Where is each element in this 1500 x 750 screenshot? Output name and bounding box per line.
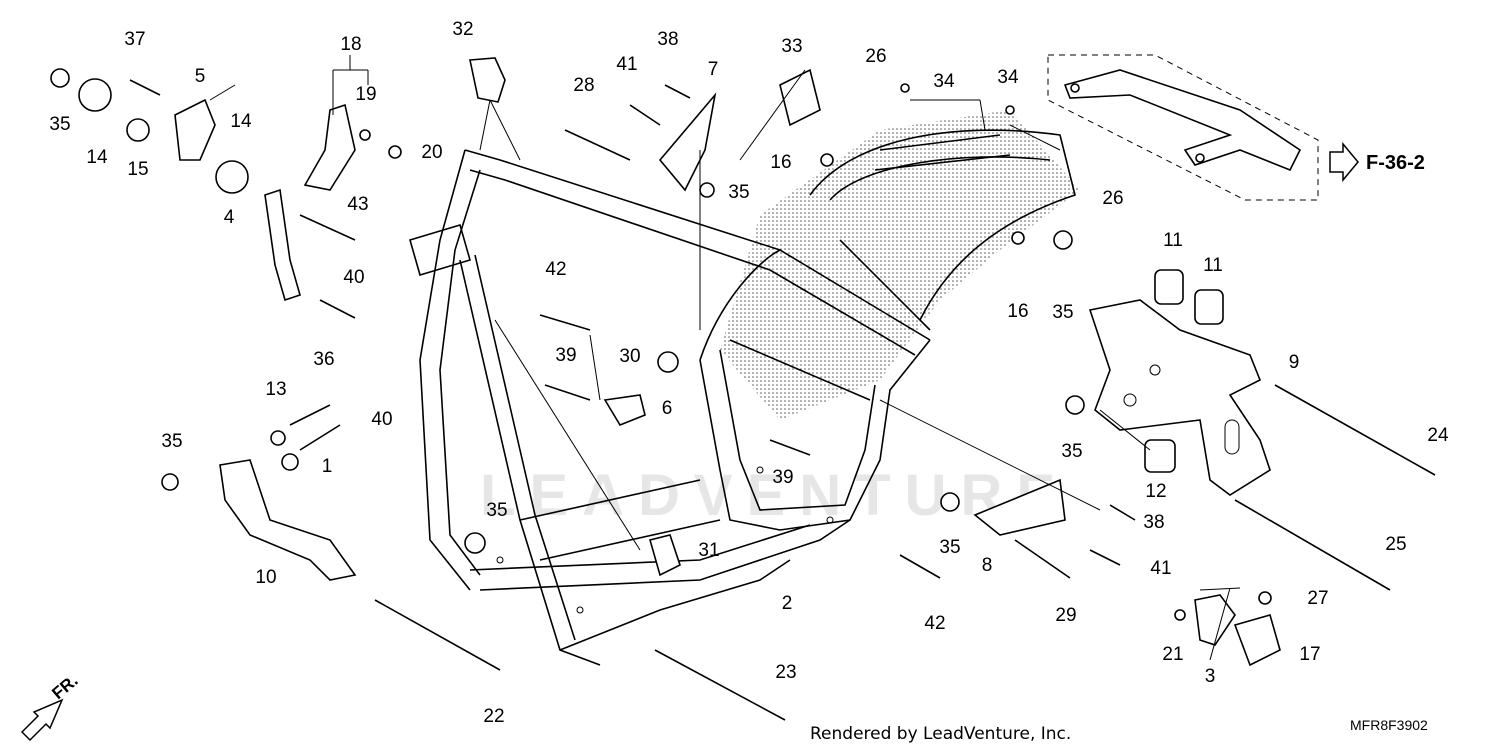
plate-8 xyxy=(973,478,1066,536)
callout-39: 39 xyxy=(555,345,576,366)
callout-20: 20 xyxy=(421,142,442,163)
watermark: LEADVENTURE xyxy=(480,463,1069,528)
callout-35: 35 xyxy=(1061,441,1082,462)
callout-31: 31 xyxy=(698,540,719,561)
callout-37: 37 xyxy=(124,29,145,50)
callout-16: 16 xyxy=(770,152,791,173)
rear-fender xyxy=(720,110,1080,420)
callout-32: 32 xyxy=(452,19,473,40)
left-bracket-10 xyxy=(219,459,357,581)
callout-30: 30 xyxy=(619,346,640,367)
callout-3: 3 xyxy=(1205,666,1216,687)
callout-38: 38 xyxy=(657,29,678,50)
callout-26: 26 xyxy=(865,46,886,67)
callout-34: 34 xyxy=(997,67,1019,88)
callout-35: 35 xyxy=(728,182,749,203)
callout-42: 42 xyxy=(924,613,945,634)
bolts xyxy=(129,79,1436,721)
callout-38: 38 xyxy=(1143,512,1164,533)
callout-28: 28 xyxy=(573,75,594,96)
reference-arrow: F-36-2 xyxy=(1329,141,1425,183)
callout-40: 40 xyxy=(343,267,364,288)
callout-25: 25 xyxy=(1385,534,1406,555)
right-bracket xyxy=(1088,299,1271,496)
callout-14: 14 xyxy=(86,147,108,168)
plate-6 xyxy=(603,394,646,426)
main-frame xyxy=(409,149,931,666)
callout-9: 9 xyxy=(1289,352,1300,373)
leader-lines xyxy=(209,55,1241,661)
small-parts xyxy=(50,57,1281,667)
callout-23: 23 xyxy=(775,662,796,683)
callout-40: 40 xyxy=(371,409,392,430)
callout-5: 5 xyxy=(195,66,206,87)
callout-8: 8 xyxy=(982,555,993,576)
callout-35: 35 xyxy=(1052,302,1073,323)
callout-35: 35 xyxy=(486,500,507,521)
callout-labels: 3735141551418192043440361340135102235322… xyxy=(49,19,1449,727)
callout-43: 43 xyxy=(347,194,368,215)
callout-2: 2 xyxy=(782,593,793,614)
callout-41: 41 xyxy=(1150,558,1171,579)
callout-12: 12 xyxy=(1145,481,1166,502)
callout-6: 6 xyxy=(662,398,673,419)
callout-14: 14 xyxy=(230,111,252,132)
reference-part-box xyxy=(1047,54,1319,201)
callout-26: 26 xyxy=(1102,188,1123,209)
bracket-5 xyxy=(174,98,216,161)
callout-4: 4 xyxy=(224,207,235,228)
callout-34: 34 xyxy=(933,71,955,92)
front-direction-arrow: FR. xyxy=(20,671,82,742)
callout-29: 29 xyxy=(1055,605,1076,626)
diagram-code: MFR8F3902 xyxy=(1350,717,1428,733)
callout-13: 13 xyxy=(265,379,286,400)
callout-18: 18 xyxy=(340,34,361,55)
callout-21: 21 xyxy=(1162,644,1183,665)
callout-7: 7 xyxy=(708,59,719,80)
callout-39: 39 xyxy=(772,467,793,488)
callout-17: 17 xyxy=(1299,644,1320,665)
callout-15: 15 xyxy=(127,159,148,180)
callout-10: 10 xyxy=(255,567,276,588)
callout-1: 1 xyxy=(322,456,333,477)
callout-35: 35 xyxy=(161,431,182,452)
callout-33: 33 xyxy=(781,36,802,57)
callout-11: 11 xyxy=(1203,255,1223,276)
callout-19: 19 xyxy=(355,84,376,105)
callout-41: 41 xyxy=(616,54,637,75)
callout-16: 16 xyxy=(1007,301,1028,322)
callout-22: 22 xyxy=(483,706,504,727)
callout-24: 24 xyxy=(1427,425,1449,446)
footer-text: Rendered by LeadVenture, Inc. xyxy=(810,724,1071,744)
callout-27: 27 xyxy=(1307,588,1328,609)
callout-36: 36 xyxy=(313,349,334,370)
callout-35: 35 xyxy=(939,537,960,558)
reference-label: F-36-2 xyxy=(1366,152,1425,174)
callout-42: 42 xyxy=(545,259,566,280)
direction-label: FR. xyxy=(48,671,81,703)
bracket-4 xyxy=(264,188,301,302)
callout-11: 11 xyxy=(1163,230,1183,251)
callout-35: 35 xyxy=(49,114,70,135)
